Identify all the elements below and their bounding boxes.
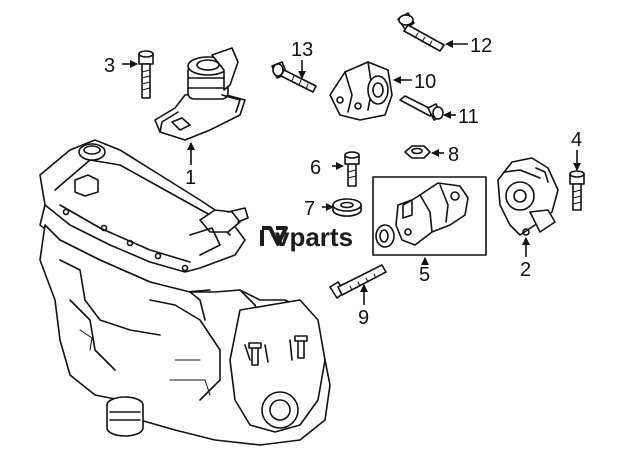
part-5-bracket-assembly — [372, 176, 487, 256]
callout-2: 2 — [520, 259, 531, 281]
part-4-bolt — [569, 170, 585, 211]
callout-11: 11 — [458, 106, 479, 128]
part-6-bolt — [344, 151, 360, 187]
callout-1: 1 — [185, 167, 196, 189]
engine-assembly — [39, 139, 331, 446]
callout-7: 7 — [304, 198, 315, 220]
callout-3: 3 — [104, 55, 115, 77]
part-3-bolt — [138, 50, 154, 99]
part-11-bolt — [399, 95, 444, 121]
watermark-logo: vparts — [260, 222, 353, 252]
callout-9: 9 — [358, 307, 369, 329]
watermark-v-mark-icon — [262, 226, 288, 246]
part-7-nut — [332, 198, 362, 217]
part-13-bolt — [271, 61, 317, 93]
callout-8: 8 — [448, 144, 459, 166]
watermark-text: vparts — [275, 222, 353, 252]
part-1-engine-mount — [154, 47, 246, 141]
callout-10: 10 — [414, 71, 436, 93]
callout-6: 6 — [310, 157, 321, 179]
callout-labels: 1 2 3 4 5 6 7 8 9 10 11 12 13 — [104, 35, 582, 329]
part-8-nut — [404, 145, 431, 159]
callout-5: 5 — [419, 264, 430, 286]
part-2-transmission-mount — [497, 157, 559, 236]
leader-lines — [122, 40, 581, 305]
part-9-bolt — [329, 264, 387, 299]
part-10-rear-mount — [329, 61, 393, 121]
part-12-bolt — [397, 12, 445, 52]
callout-4: 4 — [571, 129, 582, 151]
callout-13: 13 — [291, 39, 313, 61]
callout-12: 12 — [470, 35, 492, 57]
